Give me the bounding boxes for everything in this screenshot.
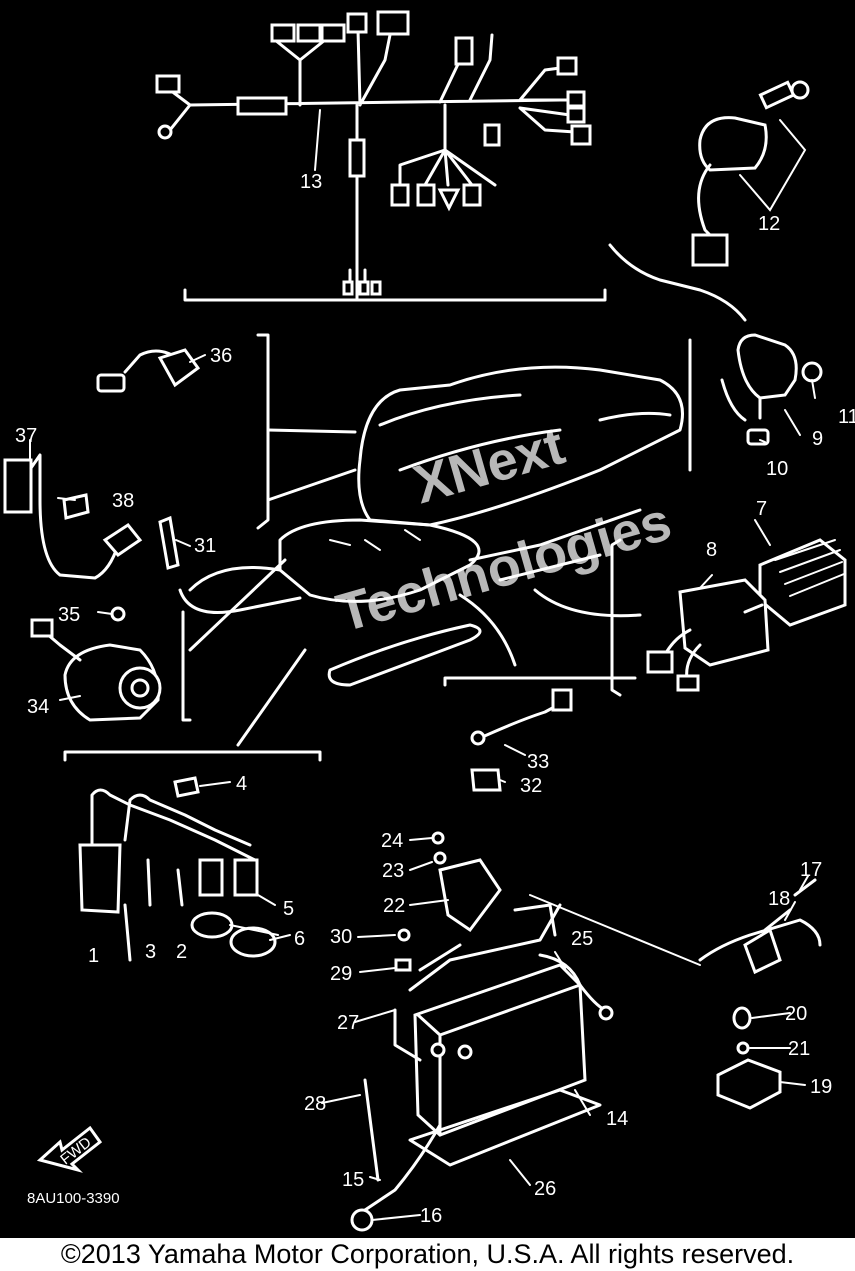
callout-13: 13 xyxy=(300,171,322,193)
sensor-assembly xyxy=(470,688,573,792)
callout-26: 26 xyxy=(534,1178,556,1200)
callout-8: 8 xyxy=(706,539,717,561)
fwd-arrow-icon: FWD xyxy=(36,1125,103,1173)
callout-21: 21 xyxy=(788,1038,810,1060)
callout-11: 11 xyxy=(838,406,855,428)
callout-12: 12 xyxy=(758,213,780,235)
terminal-block xyxy=(716,1006,782,1110)
watermark-line2: Technologies xyxy=(330,491,677,644)
leader-lines-upper xyxy=(266,428,357,502)
main-switch xyxy=(691,80,810,267)
switch-bracket xyxy=(608,243,747,322)
callout-leaders xyxy=(29,354,816,1221)
callout-9: 9 xyxy=(812,428,823,450)
callout-27: 27 xyxy=(337,1012,359,1034)
fuse-cable xyxy=(529,878,822,975)
snowmobile-body xyxy=(178,365,684,687)
callout-1: 1 xyxy=(88,945,99,967)
callout-15: 15 xyxy=(342,1169,364,1191)
battery-tray xyxy=(408,1088,602,1167)
callout-7: 7 xyxy=(756,498,767,520)
callout-23: 23 xyxy=(382,860,404,882)
left-bracket-upper xyxy=(256,333,270,530)
callout-35: 35 xyxy=(58,604,80,626)
callout-30: 30 xyxy=(330,926,352,948)
callout-18: 18 xyxy=(768,888,790,910)
sensor-leaders xyxy=(458,588,642,667)
cdi-unit xyxy=(646,538,847,692)
callout-38: 38 xyxy=(112,490,134,512)
coil-bracket xyxy=(63,750,322,762)
diagram-code: 8AU100-3390 xyxy=(27,1190,120,1207)
callout-5: 5 xyxy=(283,898,294,920)
callout-24: 24 xyxy=(381,830,403,852)
callout-4: 4 xyxy=(236,773,247,795)
resistor-assembly xyxy=(720,333,823,446)
callout-3: 3 xyxy=(145,941,156,963)
sensor-bracket xyxy=(443,676,637,687)
callout-16: 16 xyxy=(420,1205,442,1227)
ignition-coil-left xyxy=(30,606,162,722)
wire-harness xyxy=(155,10,592,302)
callout-17: 17 xyxy=(800,859,822,881)
harness-bracket xyxy=(183,288,607,302)
left-bracket-lower xyxy=(181,558,307,747)
relay-assembly xyxy=(3,453,143,580)
callout-10: 10 xyxy=(766,458,788,480)
callout-20: 20 xyxy=(785,1003,807,1025)
callout-19: 19 xyxy=(810,1076,832,1098)
callout-31: 31 xyxy=(194,535,216,557)
callout-22: 22 xyxy=(383,895,405,917)
fuse-holder xyxy=(158,515,180,570)
callout-6: 6 xyxy=(294,928,305,950)
ignition-coil-group xyxy=(78,776,277,962)
callout-34: 34 xyxy=(27,696,49,718)
battery-bracket xyxy=(393,831,562,1062)
callout-28: 28 xyxy=(304,1093,326,1115)
callout-2: 2 xyxy=(176,941,187,963)
copyright-notice: ©2013 Yamaha Motor Corporation, U.S.A. A… xyxy=(0,1238,855,1271)
callout-36: 36 xyxy=(210,345,232,367)
callout-37: 37 xyxy=(15,425,37,447)
callout-14: 14 xyxy=(606,1108,628,1130)
battery xyxy=(413,963,587,1137)
cdi-bracket xyxy=(610,538,622,697)
callout-32: 32 xyxy=(520,775,542,797)
battery-cables xyxy=(350,953,614,1232)
stop-switch xyxy=(96,348,201,393)
callout-33: 33 xyxy=(527,751,549,773)
callout-29: 29 xyxy=(330,963,352,985)
watermark-line1: XNext xyxy=(407,415,571,515)
callout-25: 25 xyxy=(571,928,593,950)
